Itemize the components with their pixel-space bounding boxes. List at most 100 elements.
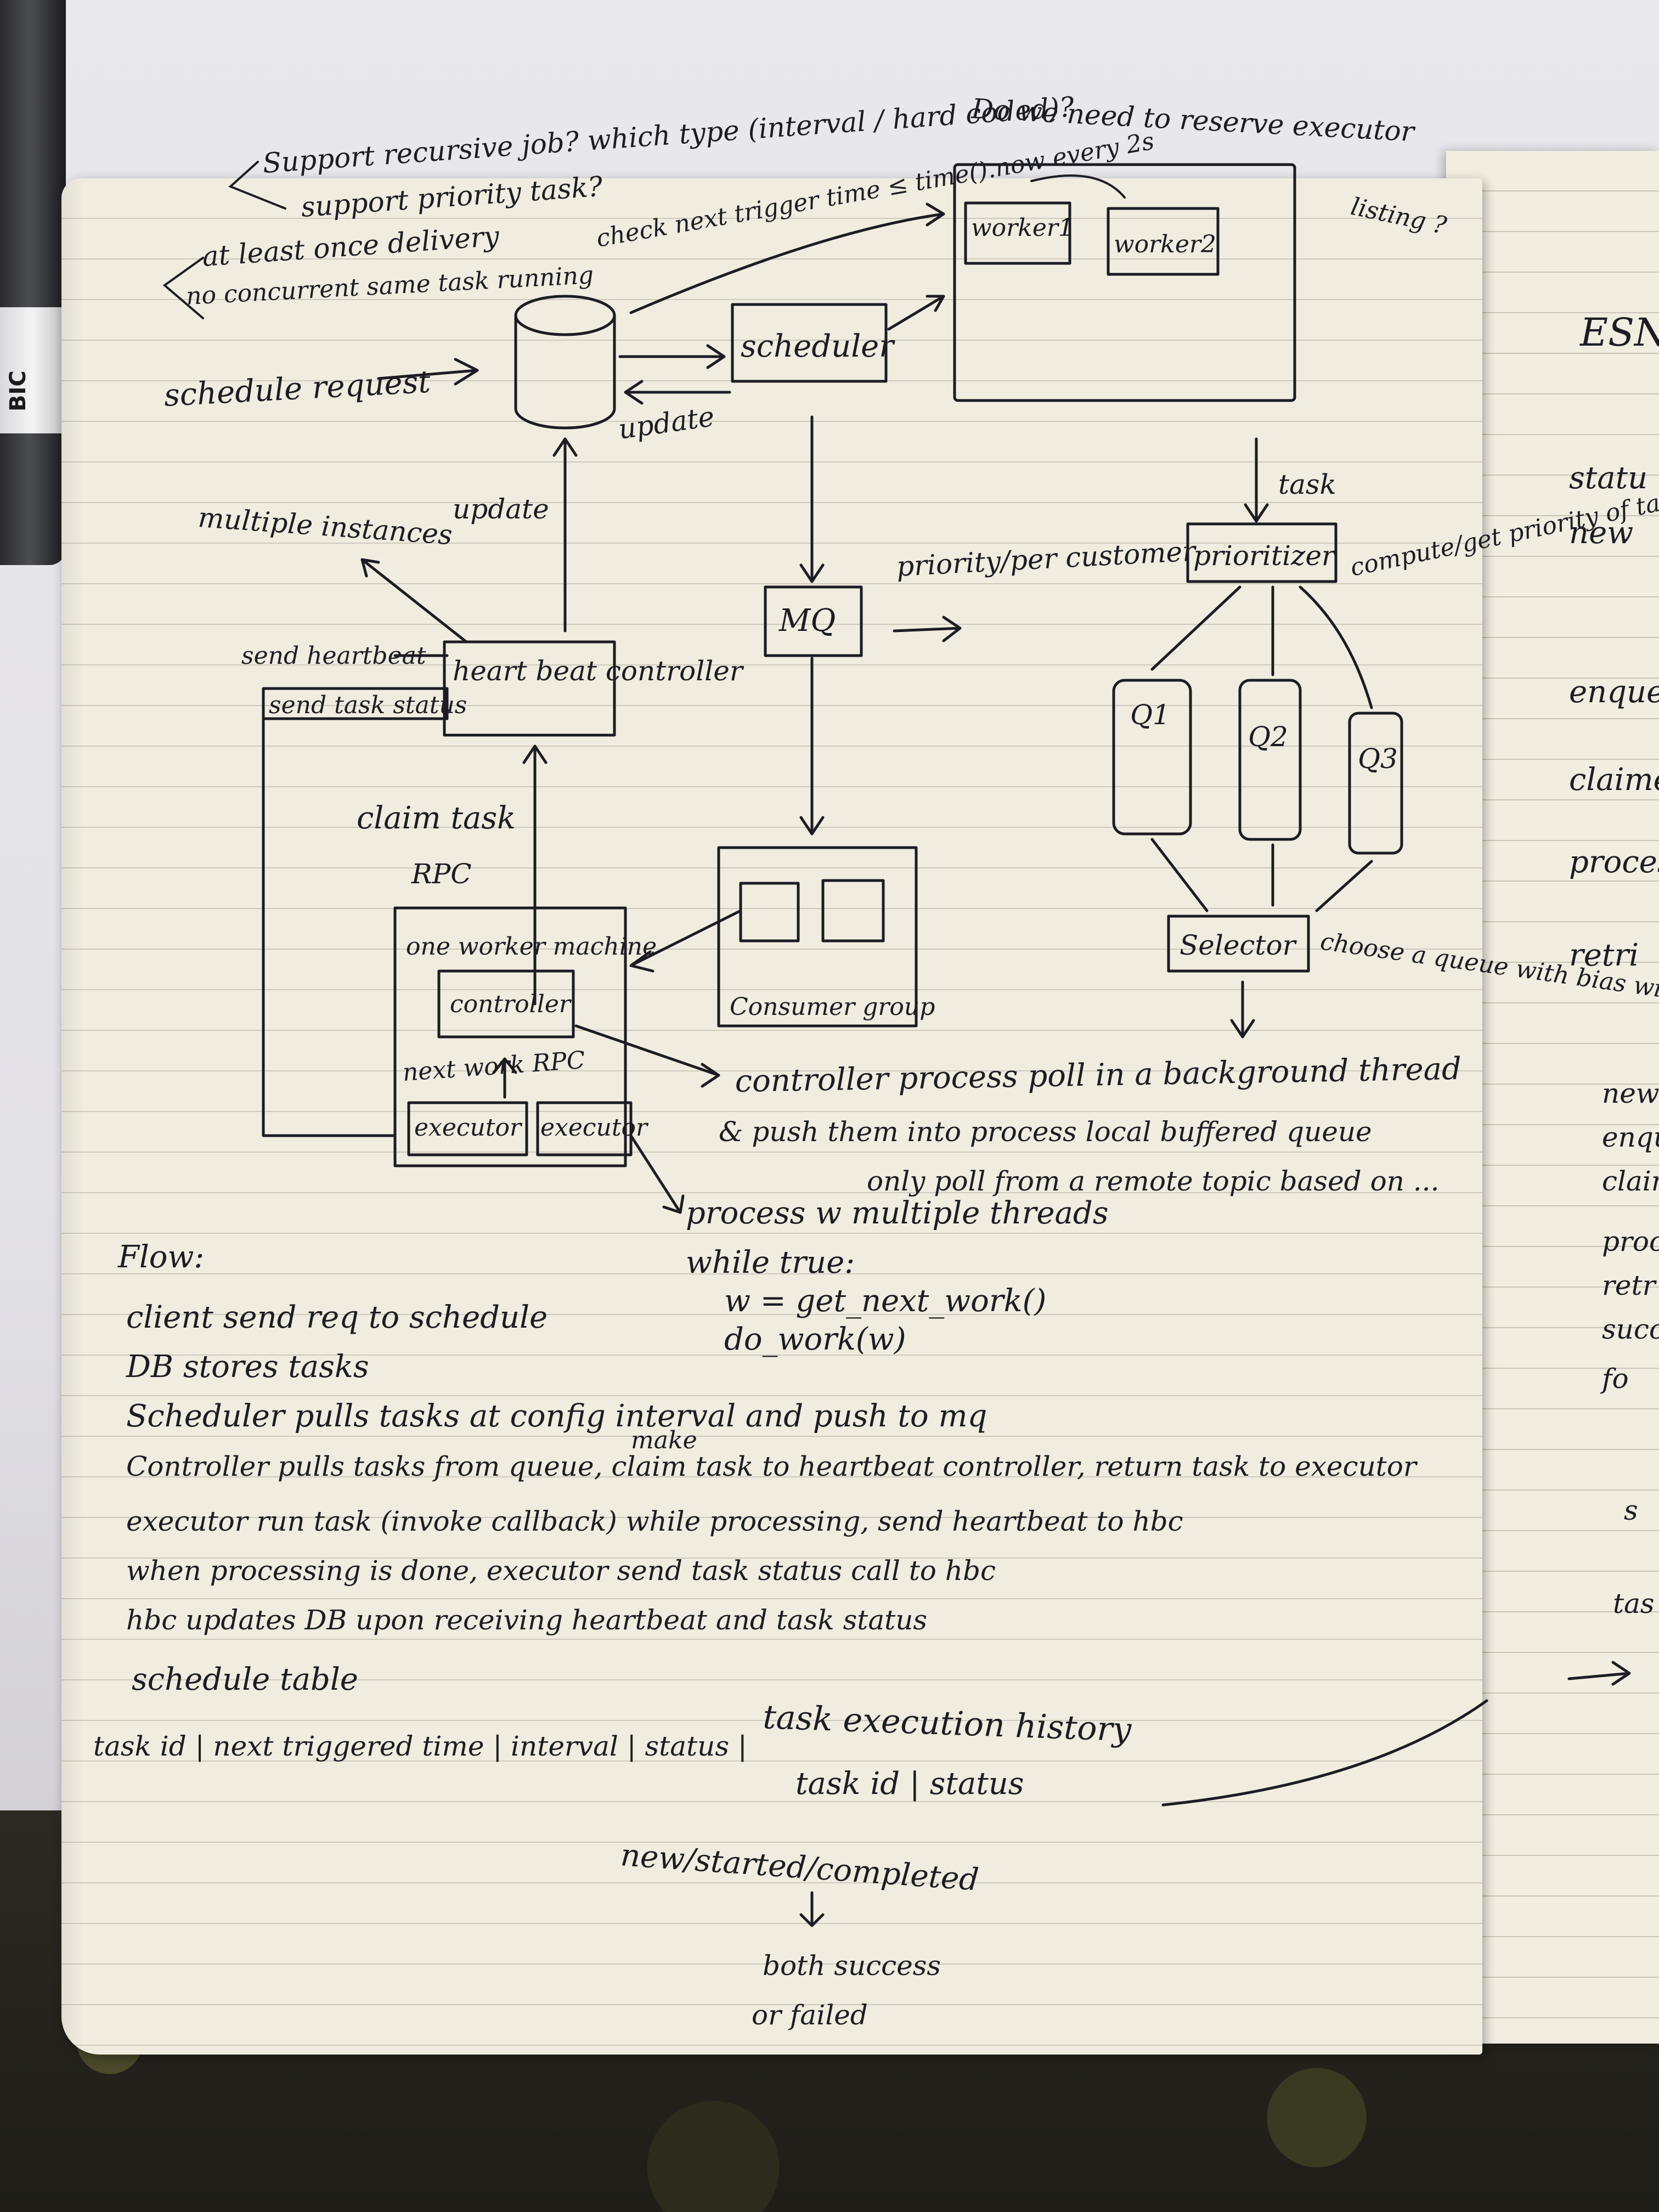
- status-line: [262, 706, 397, 1137]
- pen-band: [0, 307, 66, 433]
- worker1-label: worker1: [971, 214, 1074, 242]
- history-table-title: task execution history: [762, 1698, 1132, 1749]
- right-line: proc: [1602, 1226, 1659, 1257]
- schedule-table-title: schedule table: [132, 1662, 358, 1697]
- flow-make: make: [631, 1426, 697, 1454]
- right-line: tas: [1613, 1588, 1655, 1620]
- arrow: [799, 1891, 825, 1927]
- queue-arrows: [1150, 838, 1373, 912]
- arrow: [377, 358, 479, 386]
- right-line: proces: [1569, 844, 1659, 880]
- right-line: claime: [1569, 762, 1659, 798]
- worker1-box: [964, 201, 1071, 265]
- right-line: statu: [1569, 460, 1647, 496]
- process-note: process w multiple threads: [686, 1195, 1109, 1231]
- right-line: succ: [1602, 1313, 1659, 1345]
- controller-note: & push them into process local buffered …: [719, 1116, 1372, 1148]
- note-question: Do we need to reserve executor: [970, 93, 1417, 148]
- multiple-instances-label: multiple instances: [197, 501, 453, 551]
- bracket-mark: [162, 257, 204, 319]
- arrow: [893, 616, 962, 642]
- requirement-notes: Support recursive job? which type (inter…: [162, 91, 1449, 319]
- consumer-box: [739, 882, 800, 943]
- arrow: [522, 744, 548, 1006]
- right-line: new: [1602, 1077, 1659, 1109]
- selector-label: Selector: [1180, 929, 1297, 961]
- bracket-mark: [228, 161, 286, 210]
- controller-note: controller process poll in a background …: [735, 1051, 1462, 1099]
- flow-step: hbc updates DB upon receiving heartbeat …: [126, 1604, 927, 1636]
- controller-label: controller: [450, 990, 572, 1018]
- notebook-left-page: [61, 178, 1482, 2055]
- heartbeat-controller-box: [443, 640, 616, 737]
- arrow: [1161, 1699, 1488, 1807]
- consumer-group-box: [717, 846, 918, 1028]
- right-line: fo: [1600, 1363, 1629, 1395]
- arrow: [552, 437, 578, 633]
- mq-label: MQ: [778, 603, 836, 639]
- arrow: [624, 380, 731, 405]
- note-question: support priority task?: [300, 171, 605, 223]
- arrow: [799, 415, 825, 583]
- claim-task-label: claim task: [357, 800, 516, 836]
- status-note: both success: [763, 1950, 941, 1982]
- arrow: [629, 1134, 685, 1214]
- prioritizer-label: prioritizer: [1193, 540, 1336, 572]
- q2-label: Q2: [1248, 721, 1288, 753]
- queue-q3: [1348, 712, 1403, 855]
- q3-label: Q3: [1358, 743, 1398, 775]
- consumer-box: [821, 879, 885, 943]
- arrow: [574, 1024, 720, 1088]
- worker-machine-label: one worker machine: [406, 933, 657, 961]
- flow-step: client send req to schedule: [126, 1300, 548, 1335]
- worker-machine-box: [393, 906, 627, 1167]
- status-note: or failed: [752, 1999, 868, 2031]
- right-line: enque: [1569, 674, 1659, 710]
- right-line: new: [1569, 515, 1633, 551]
- update-hbc-label: update: [453, 493, 549, 525]
- right-line: s: [1624, 1494, 1638, 1526]
- selector-box: [1167, 915, 1310, 973]
- q1-label: Q1: [1130, 699, 1170, 731]
- flow-step: Controller pulls tasks from queue, claim…: [126, 1451, 1418, 1482]
- right-page-text: ESN statu new enque claime proces retri …: [1569, 310, 1659, 1620]
- scheduler-label: scheduler: [741, 329, 895, 364]
- worker2-label: worker2: [1114, 230, 1216, 258]
- arrow: [1244, 437, 1269, 523]
- scheduler-box: [731, 303, 888, 383]
- rpc-label: RPC: [411, 858, 472, 890]
- executor2-box: [536, 1101, 633, 1156]
- controller-box: [437, 969, 575, 1039]
- flow-title: Flow:: [117, 1239, 204, 1275]
- flow-step: DB stores tasks: [126, 1349, 369, 1385]
- priority-per-customer-label: priority/per customer: [896, 535, 1198, 583]
- arrow: [1030, 174, 1126, 199]
- mq-box: [764, 585, 863, 657]
- right-line: claim: [1602, 1165, 1659, 1197]
- flow-step: when processing is done, executor send t…: [126, 1555, 996, 1587]
- prioritizer-box: [1186, 522, 1338, 583]
- flow-step: executor run task (invoke callback) whil…: [126, 1505, 1183, 1537]
- database-cylinder: [514, 295, 616, 430]
- next-work-rpc-label: next work RPC: [402, 1046, 586, 1087]
- status-values: new/started/completed: [619, 1837, 980, 1898]
- heartbeat-controller-label: heart beat controller: [453, 655, 744, 687]
- schedule-request-label: schedule request: [163, 364, 432, 414]
- flow-step: Scheduler pulls tasks at config interval…: [126, 1398, 987, 1434]
- send-task-status-label: send task status: [269, 691, 467, 719]
- arrow: [492, 1057, 517, 1099]
- arrow: [1567, 1661, 1631, 1686]
- executor1-label: executor: [414, 1114, 523, 1142]
- consumer-group-label: Consumer group: [730, 993, 935, 1021]
- history-table-columns: task id | status: [795, 1766, 1024, 1802]
- marker-pen: BIC: [0, 0, 66, 565]
- executor1-box: [407, 1101, 528, 1156]
- prioritizer-arrows: [1150, 585, 1373, 709]
- queue-q2: [1238, 679, 1302, 841]
- arrow: [629, 909, 742, 973]
- arrow: [887, 295, 945, 331]
- controller-note: only poll from a remote topic based on .…: [867, 1165, 1439, 1197]
- send-task-status-box: [262, 687, 449, 720]
- right-line: retr: [1602, 1269, 1657, 1301]
